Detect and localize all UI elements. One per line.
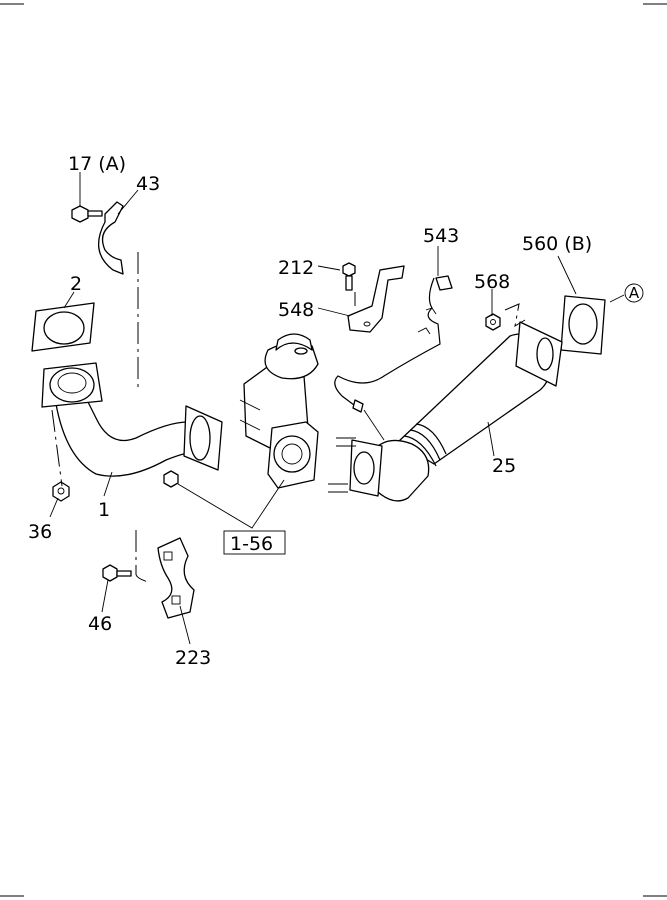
label-212: 212 <box>278 257 314 279</box>
callout-a-circle <box>624 283 644 303</box>
nut-1-56 <box>163 470 179 488</box>
label-568: 568 <box>474 271 510 293</box>
label-25: 25 <box>492 455 516 477</box>
bolt-17 <box>71 205 103 223</box>
gasket-560 <box>560 295 606 355</box>
sensor-543 <box>334 275 453 413</box>
gasket-2 <box>31 302 95 352</box>
label-1: 1 <box>98 499 110 521</box>
label-43: 43 <box>136 173 160 195</box>
label-36: 36 <box>28 521 52 543</box>
bracket-548 <box>347 265 405 333</box>
part-labels: 17 (A) 43 2 36 1 46 223 1-56 212 548 543… <box>28 153 644 669</box>
throttle-valve-assembly <box>239 333 319 489</box>
front-pipe-1 <box>41 362 223 477</box>
alignment-lines <box>51 252 526 583</box>
callout-a: A <box>629 284 640 302</box>
label-2: 2 <box>70 273 82 295</box>
nut-36 <box>52 481 70 502</box>
leader-lines <box>49 172 625 645</box>
crop-marks <box>0 3 667 897</box>
label-46: 46 <box>88 613 112 635</box>
nut-568 <box>485 313 501 331</box>
label-548: 548 <box>278 299 314 321</box>
label-1-56-box <box>223 530 286 555</box>
label-17a: 17 (A) <box>68 153 126 175</box>
label-560b: 560 (B) <box>522 233 592 255</box>
label-1-56: 1-56 <box>230 533 273 555</box>
label-223: 223 <box>175 647 211 669</box>
bolt-212 <box>342 262 356 291</box>
catalytic-converter-25 <box>328 321 563 502</box>
clamp-43 <box>97 201 124 275</box>
label-543: 543 <box>423 225 459 247</box>
bracket-223 <box>157 537 195 619</box>
bolt-46 <box>102 564 132 582</box>
